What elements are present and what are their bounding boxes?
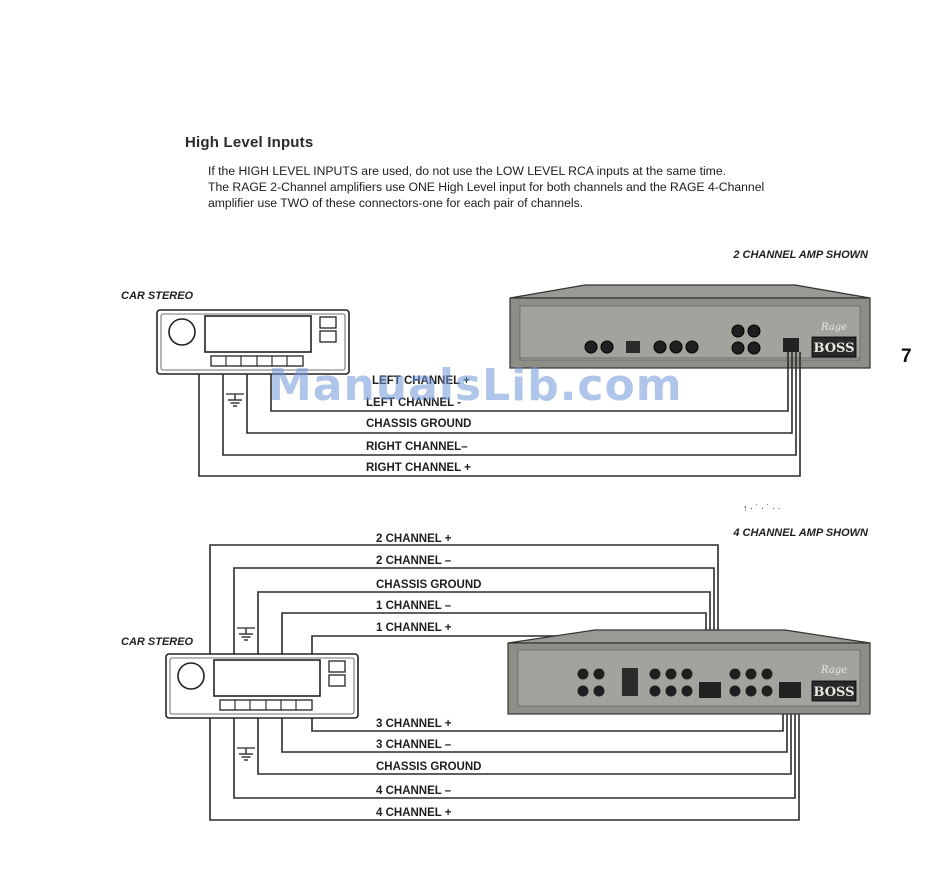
intro-line: amplifier use TWO of these connectors-on…	[208, 196, 584, 210]
wire-label: 4 CHANNEL +	[376, 807, 452, 819]
wire-label: 1 CHANNEL +	[376, 622, 452, 634]
wire-label: CHASSIS GROUND	[376, 761, 481, 773]
page-number: 7	[901, 346, 912, 367]
intro-text: If the HIGH LEVEL INPUTS are used, do no…	[208, 163, 858, 211]
caption-4ch: 4 CHANNEL AMP SHOWN	[732, 527, 869, 539]
wire-label: LEFT CHANNEL +	[372, 375, 470, 387]
amp-logo-4ch: Rage	[820, 665, 847, 676]
intro-line: If the HIGH LEVEL INPUTS are used, do no…	[208, 164, 726, 178]
wire-label: 3 CHANNEL +	[376, 718, 452, 730]
watermark: ManualsLib.com	[268, 360, 683, 411]
wire-label: 1 CHANNEL –	[376, 600, 452, 612]
amp-brand-2ch: BOSS	[813, 341, 854, 356]
wire-label: CHASSIS GROUND	[376, 579, 481, 591]
caption-2ch: 2 CHANNEL AMP SHOWN	[732, 249, 869, 261]
wire-label: 2 CHANNEL +	[376, 533, 452, 545]
diagram-4ch: 4 CHANNEL AMP SHOWN CAR STEREO	[121, 527, 871, 821]
wire-label: LEFT CHANNEL -	[366, 397, 461, 409]
amplifier-2ch: BOSS Rage	[509, 284, 871, 369]
diagram-2ch: 2 CHANNEL AMP SHOWN CAR STEREO	[121, 249, 871, 477]
section-title: High Level Inputs	[185, 134, 314, 151]
intro-line: The RAGE 2-Channel amplifiers use ONE Hi…	[208, 180, 765, 194]
amp-brand-4ch: BOSS	[813, 685, 854, 700]
wire-label: 2 CHANNEL –	[376, 555, 452, 567]
wire-label: 4 CHANNEL –	[376, 785, 452, 797]
wire-label: RIGHT CHANNEL +	[366, 462, 471, 474]
wire-label: 3 CHANNEL –	[376, 739, 452, 751]
wire-label: RIGHT CHANNEL–	[366, 441, 468, 453]
car-stereo-unit	[156, 309, 350, 375]
wire-label: CHASSIS GROUND	[366, 418, 471, 430]
amp-logo-2ch: Rage	[820, 322, 847, 333]
car-stereo-label: CAR STEREO	[121, 290, 194, 302]
car-stereo-unit	[165, 653, 359, 719]
amplifier-4ch: BOSS Rage	[507, 629, 871, 715]
svg-text:↑ · ˙ · ˙ · ·: ↑ · ˙ · ˙ · ·	[743, 503, 781, 513]
car-stereo-label: CAR STEREO	[121, 636, 194, 648]
